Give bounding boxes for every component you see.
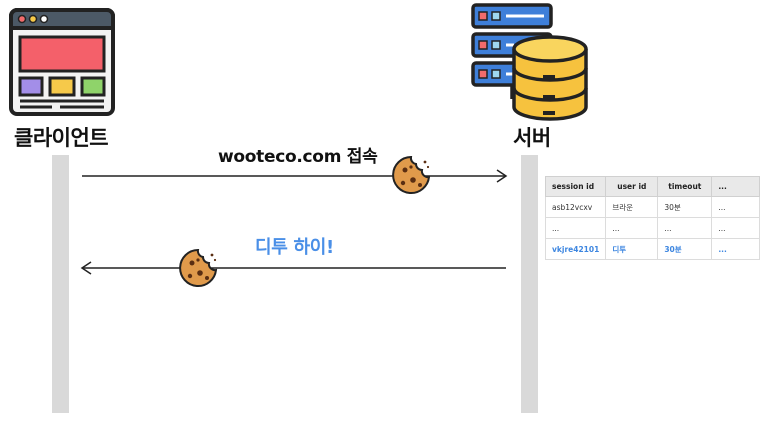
cell-user-id: 브라운 (605, 196, 659, 218)
browser-window-icon (9, 8, 115, 116)
client-lifeline (52, 155, 69, 413)
server-lifeline (521, 155, 538, 413)
cell-user-id: ... (605, 217, 659, 239)
server-database-icon (471, 3, 588, 121)
cell-timeout: ... (657, 217, 713, 239)
request-arrow (82, 169, 508, 183)
cell-more: ... (711, 217, 760, 239)
response-message: 디투 하이! (255, 237, 334, 258)
server-label: 서버 (513, 126, 551, 150)
cell-timeout: 30분 (657, 238, 713, 260)
cookie-icon (179, 248, 218, 287)
cell-timeout: 30분 (657, 196, 713, 218)
table-header-row: session id user id timeout ... (544, 176, 760, 197)
column-header-session-id: session id (544, 176, 607, 197)
column-header-user-id: user id (605, 176, 659, 197)
session-table: session id user id timeout ... asb12vcxv… (544, 176, 760, 260)
cell-user-id: 디투 (605, 238, 659, 260)
table-row-highlighted: vkjre42101 디투 30분 ... (544, 238, 760, 260)
cell-session-id: vkjre42101 (544, 238, 607, 260)
cookie-icon (392, 155, 431, 194)
client-label: 클라이언트 (14, 126, 109, 150)
cell-session-id: asb12vcxv (544, 196, 607, 218)
cell-more: ... (711, 196, 760, 218)
cell-more: ... (711, 238, 760, 260)
response-arrow (80, 261, 506, 275)
cell-session-id: ... (544, 217, 607, 239)
table-row: ... ... ... ... (544, 217, 760, 239)
request-message: wooteco.com 접속 (218, 147, 378, 167)
column-header-more: ... (711, 176, 760, 197)
table-row: asb12vcxv 브라운 30분 ... (544, 196, 760, 218)
column-header-timeout: timeout (657, 176, 713, 197)
